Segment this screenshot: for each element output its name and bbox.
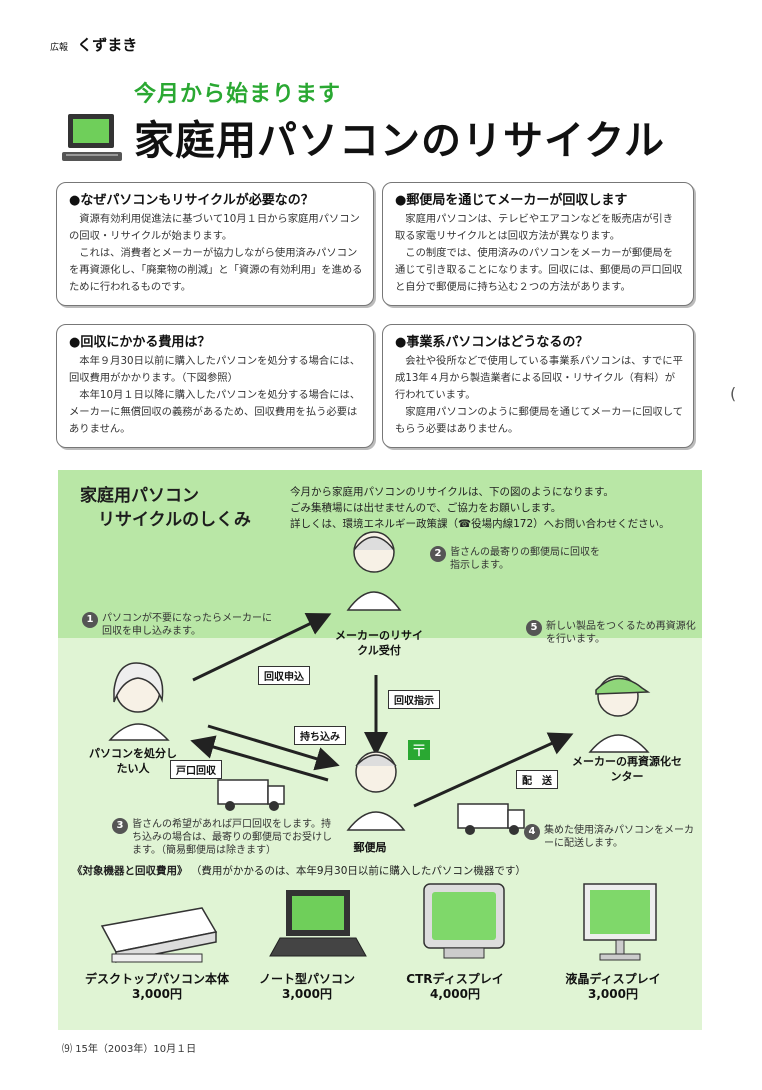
step-2: 2 皆さんの最寄りの郵便局に回収を指示します。 xyxy=(430,546,600,572)
step-number: 3 xyxy=(112,818,128,834)
step-number: 2 xyxy=(430,546,446,562)
info-box-business: ●事業系パソコンはどうなるの？ 会社や役所などで使用している事業系パソコンは、す… xyxy=(382,324,694,448)
masthead-prefix: 広報 xyxy=(50,43,69,53)
equipment-heading-bold: 《対象機器と回収費用》 xyxy=(72,865,188,877)
info-box-paragraph: 会社や役所などで使用している事業系パソコンは、すでに平成13年４月から製造業者に… xyxy=(395,355,683,401)
actor-person: パソコンを処分したい人 xyxy=(89,747,177,775)
step-text: 集めた使用済みパソコンをメーカーに配送します。 xyxy=(544,825,694,849)
masthead: 広報 くずまき xyxy=(50,34,137,55)
flow-arrows: 〒 xyxy=(108,531,651,835)
info-box-heading: ●事業系パソコンはどうなるの？ xyxy=(395,335,589,350)
diagram-title-line1: 家庭用パソコン xyxy=(80,486,199,506)
actor-maker-reception: メーカーのリサイクル受付 xyxy=(335,629,423,657)
arrow-bring xyxy=(207,724,340,771)
arrow-deliver xyxy=(413,732,574,808)
equipment-desktop: デスクトップパソコン本体 3,000円 xyxy=(72,972,242,1002)
recycle-worker-figure xyxy=(588,675,651,753)
info-box-paragraph: 家庭用パソコンのように郵便局を通じてメーカーに回収してもらう必要はありません。 xyxy=(395,406,684,435)
step-text: パソコンが不要になったらメーカーに回収を申し込みます。 xyxy=(102,613,272,637)
step-text: 新しい製品をつくるため再資源化を行います。 xyxy=(546,621,696,645)
equipment-price: 3,000円 xyxy=(282,987,332,1001)
page-number: ⑼ xyxy=(62,1044,72,1055)
tag-instruct: 回収指示 xyxy=(388,690,440,709)
info-box-paragraph: これは、消費者とメーカーが協力しながら使用済みパソコンを再資源化し、「廃棄物の削… xyxy=(69,247,363,293)
info-box-cost: ●回収にかかる費用は？ 本年９月30日以前に購入したパソコンを処分する場合には、… xyxy=(56,324,374,448)
notebook-pc-illustration xyxy=(269,890,367,957)
info-box-paragraph: 資源有効利用促進法に基づいて10月１日から家庭用パソコンの回収・リサイクルが始ま… xyxy=(69,213,360,242)
step-text: 皆さんの最寄りの郵便局に回収を指示します。 xyxy=(450,547,600,571)
desktop-pc-illustration xyxy=(100,907,218,963)
tag-bring: 持ち込み xyxy=(294,726,346,745)
crt-display-illustration xyxy=(423,883,505,959)
diagram-intro-line: 今月から家庭用パソコンのリサイクルは、下の図のようになります。 xyxy=(290,486,614,498)
info-box-paragraph: 本年９月30日以前に購入したパソコンを処分する場合には、回収費用がかかります。（… xyxy=(69,355,361,384)
step-1: 1 パソコンが不要になったらメーカーに回収を申し込みます。 xyxy=(82,612,272,638)
equipment-lcd: 液晶ディスプレイ 3,000円 xyxy=(528,972,698,1002)
page-title: 家庭用パソコンのリサイクル xyxy=(134,118,665,164)
info-box-post-office: ●郵便局を通じてメーカーが回収します 家庭用パソコンは、テレビやエアコンなどを販… xyxy=(382,182,694,306)
actor-recycle-center: メーカーの再資源化センター xyxy=(572,755,682,783)
lcd-display-illustration xyxy=(583,883,657,961)
equipment-name: デスクトップパソコン本体 xyxy=(84,972,229,986)
arrow-door xyxy=(190,735,329,782)
step-number: 1 xyxy=(82,612,98,628)
diagram-inner-area xyxy=(58,638,702,1030)
equipment-price: 4,000円 xyxy=(430,987,480,1001)
maker-staff-figure xyxy=(346,531,402,611)
arrow-apply xyxy=(192,612,332,682)
post-office-staff-figure: 〒 xyxy=(346,740,430,831)
equipment-notebook: ノート型パソコン 3,000円 xyxy=(222,972,392,1002)
info-box-why: ●なぜパソコンもリサイクルが必要なの？ 資源有効利用促進法に基づいて10月１日か… xyxy=(56,182,374,306)
step-number: 4 xyxy=(524,824,540,840)
equipment-price: 3,000円 xyxy=(588,987,638,1001)
issue-date: 15年（2003年）10月１日 xyxy=(75,1044,197,1055)
info-box-heading: ●郵便局を通じてメーカーが回収します xyxy=(395,193,628,208)
info-box-heading: ●なぜパソコンもリサイクルが必要なの？ xyxy=(69,193,314,208)
equipment-heading: 《対象機器と回収費用》 （費用がかかるのは、本年9月30日以前に購入したパソコン… xyxy=(72,863,526,878)
equipment-price: 3,000円 xyxy=(132,987,182,1001)
equipment-crt: CTRディスプレイ 4,000円 xyxy=(370,972,540,1002)
diagram-intro-line: 詳しくは、環境エネルギー政策課（☎役場内線172）へお問い合わせください。 xyxy=(290,518,670,530)
margin-mark: ( xyxy=(730,384,737,403)
diagram-intro-line: ごみ集積場には出せませんので、ご協力をお願いします。 xyxy=(290,502,562,514)
masthead-name: くずまき xyxy=(77,36,138,54)
info-box-heading: ●回収にかかる費用は？ xyxy=(69,335,211,350)
equipment-name: ノート型パソコン xyxy=(258,972,355,986)
step-number: 5 xyxy=(526,620,542,636)
page-subtitle: 今月から始まります xyxy=(134,82,342,107)
step-3: 3 皆さんの希望があれば戸口回収をします。持ち込みの場合は、最寄りの郵便局でお受… xyxy=(112,818,338,857)
tag-deliver: 配 送 xyxy=(516,770,558,789)
truck-door-collection xyxy=(217,779,285,811)
tag-door: 戸口回収 xyxy=(170,760,222,779)
tag-apply: 回収申込 xyxy=(258,666,310,685)
step-5: 5 新しい製品をつくるため再資源化を行います。 xyxy=(526,620,696,646)
svg-text:〒: 〒 xyxy=(411,741,427,760)
info-box-paragraph: 家庭用パソコンは、テレビやエアコンなどを販売店が引き取る家電リサイクルとは回収方… xyxy=(395,213,674,242)
actor-post-office: 郵便局 xyxy=(353,841,387,854)
info-box-paragraph: この制度では、使用済みのパソコンをメーカーが郵便局を通じて引き取ることになります… xyxy=(395,247,683,293)
step-4: 4 集めた使用済みパソコンをメーカーに配送します。 xyxy=(524,824,694,850)
info-box-paragraph: 本年10月１日以降に購入したパソコンを処分する場合には、メーカーに無償回収の義務… xyxy=(69,389,361,435)
computer-icon xyxy=(62,114,122,161)
step-text: 皆さんの希望があれば戸口回収をします。持ち込みの場合は、最寄りの郵便局でお受けし… xyxy=(132,819,332,856)
diagram-title-line2: リサイクルのしくみ xyxy=(98,510,251,530)
person-figure xyxy=(108,662,170,741)
diagram-intro: 今月から家庭用パソコンのリサイクルは、下の図のようになります。 ごみ集積場には出… xyxy=(290,484,690,532)
equipment-name: CTRディスプレイ xyxy=(406,972,504,986)
truck-delivery xyxy=(457,803,525,835)
equipment-heading-note: （費用がかかるのは、本年9月30日以前に購入したパソコン機器です） xyxy=(190,865,526,877)
equipment-name: 液晶ディスプレイ xyxy=(565,972,661,986)
page-footer: ⑼ 15年（2003年）10月１日 xyxy=(62,1040,196,1055)
